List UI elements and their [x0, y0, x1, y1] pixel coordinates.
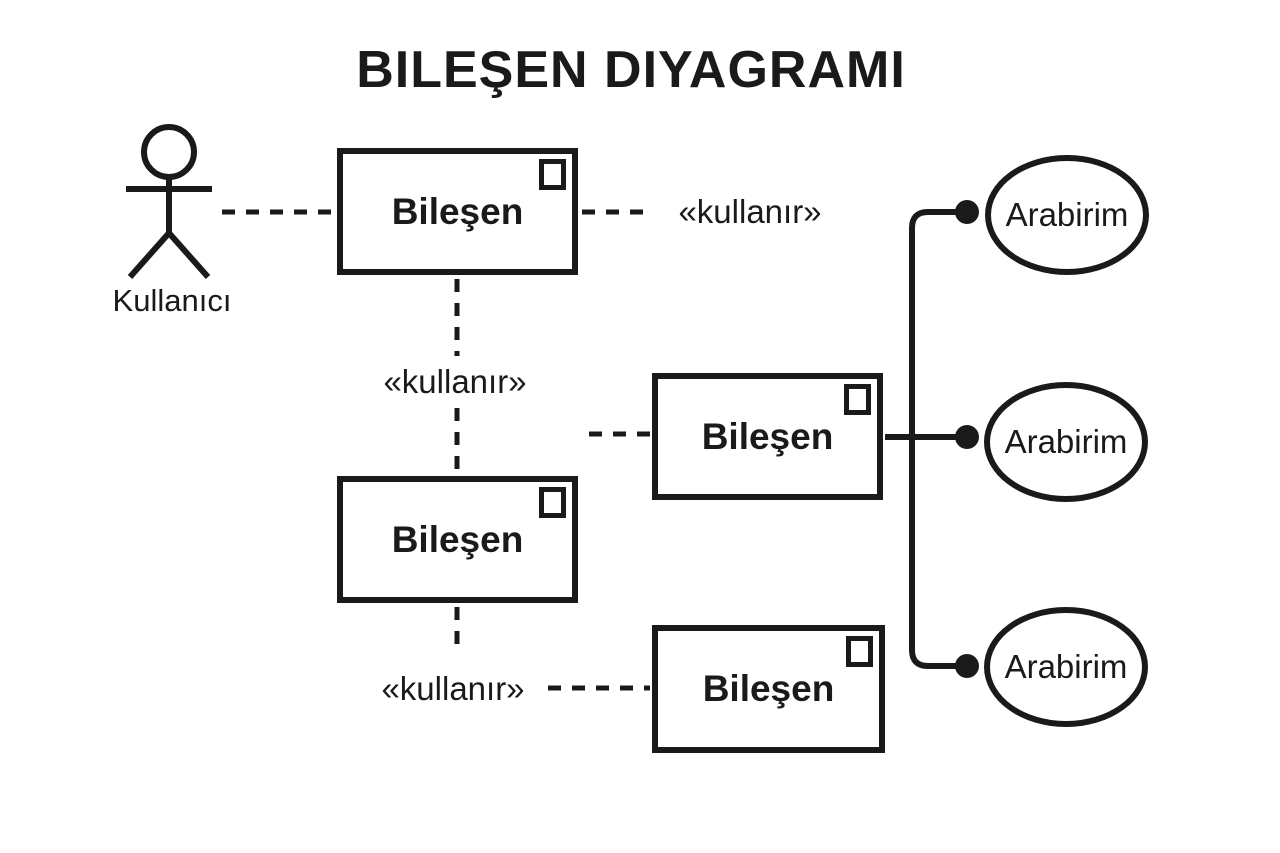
interface-label: Arabirim [1004, 648, 1128, 685]
component-box-1: Bileşen [337, 148, 578, 275]
actor-figure [126, 124, 212, 279]
actor-label: Kullanıcı [112, 283, 232, 318]
component-box-2: Bileşen [337, 476, 578, 603]
component-icon [539, 159, 566, 190]
junction-dot-interface1 [955, 200, 979, 224]
component-icon [844, 384, 871, 415]
interface-ellipse-2: Arabirim [984, 382, 1148, 502]
junction-dot-interface2 [955, 425, 979, 449]
component-label: Bileşen [701, 415, 834, 457]
component-icon [846, 636, 873, 667]
stereotype-label-top: «kullanır» [674, 193, 826, 231]
junction-dot-interface3 [955, 654, 979, 678]
interface-ellipse-1: Arabirim [985, 155, 1149, 275]
interface-label: Arabirim [1004, 423, 1128, 460]
component-box-3: Bileşen [652, 373, 883, 500]
actor-leg-left [127, 231, 172, 279]
interface-label: Arabirim [1005, 196, 1129, 233]
interface-ellipse-3: Arabirim [984, 607, 1148, 727]
stereotype-label-middle: «kullanır» [379, 363, 531, 401]
component-label: Bileşen [391, 518, 524, 560]
component-box-4: Bileşen [652, 625, 885, 753]
diagram-title: BILEŞEN DIYAGRAMI [356, 41, 906, 99]
actor-leg-right [166, 231, 211, 279]
component-label: Bileşen [702, 668, 835, 709]
stereotype-label-bottom: «kullanır» [377, 670, 529, 708]
actor-head [141, 124, 197, 180]
component-icon [539, 487, 566, 518]
component-label: Bileşen [391, 190, 524, 232]
